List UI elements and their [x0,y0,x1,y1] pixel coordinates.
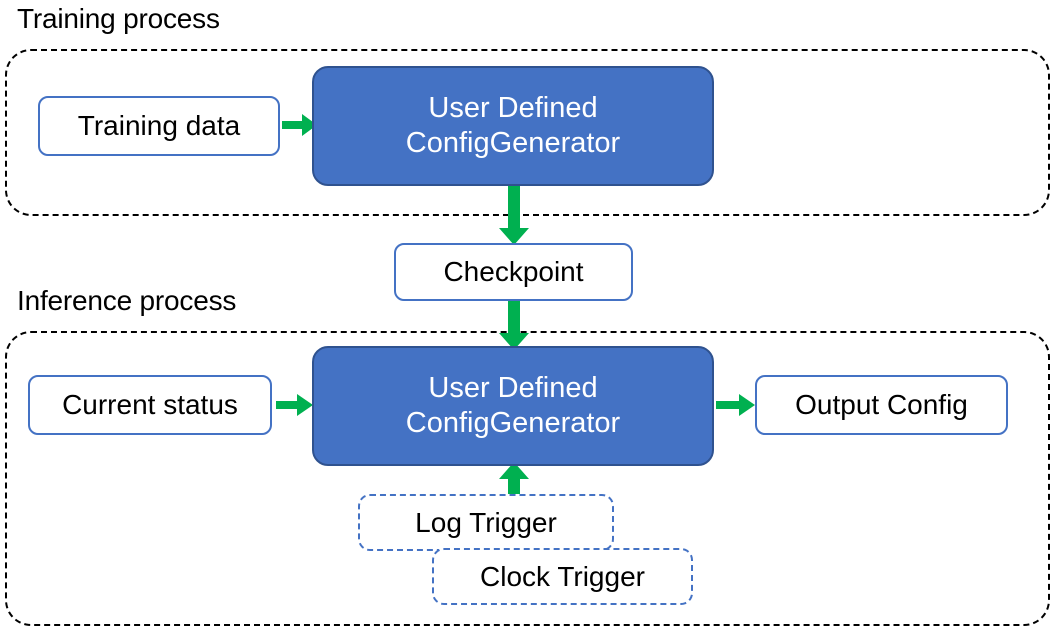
inference-generator-line2: ConfigGenerator [405,407,621,439]
inference-process-title: Inference process [17,285,237,316]
training-generator-line1: User Defined [428,92,598,125]
training-generator-line2: ConfigGenerator [405,127,621,159]
inference-generator-line1: User Defined [428,372,598,405]
log-trigger-box[interactable]: Log Trigger [358,494,614,551]
training-config-generator-box[interactable]: User Defined ConfigGenerator [312,66,714,186]
current-status-box[interactable]: Current status [28,375,272,435]
clock-trigger-box[interactable]: Clock Trigger [432,548,693,605]
checkpoint-box[interactable]: Checkpoint [394,243,633,301]
inference-config-generator-box[interactable]: User Defined ConfigGenerator [312,346,714,466]
training-data-box[interactable]: Training data [38,96,280,156]
output-config-box[interactable]: Output Config [755,375,1008,435]
training-process-title: Training process [17,3,220,34]
